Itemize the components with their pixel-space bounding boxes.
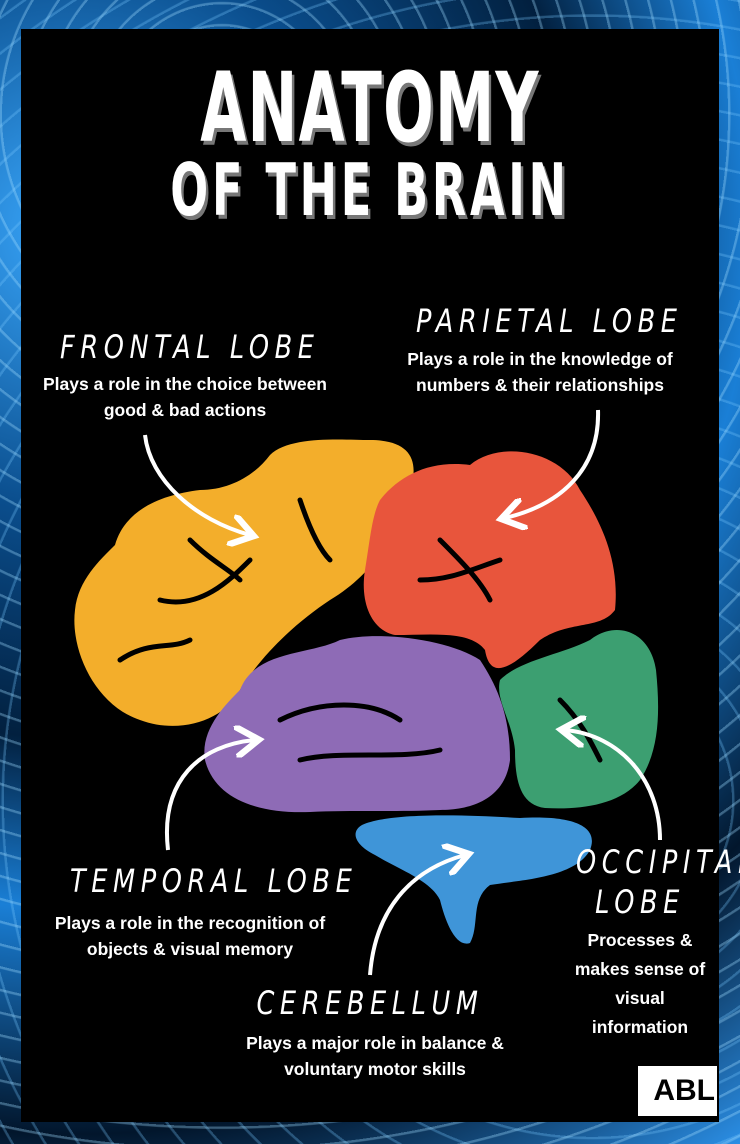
temporal-lobe-heading: TEMPORAL LOBE: [70, 862, 358, 900]
occipital-arrow: [565, 730, 662, 841]
parietal-lobe-shape: [363, 451, 616, 669]
occipital-lobe-description: Processes & makes sense of visual inform…: [574, 930, 706, 1037]
cerebellum-arrow: [368, 855, 465, 976]
title-line-1: ANATOMY: [200, 52, 540, 164]
temporal-arrow: [165, 740, 255, 851]
cerebellum-shape: [355, 815, 592, 944]
frontal-lobe-description: Plays a role in the choice between good …: [43, 374, 327, 420]
parietal-lobe-heading: PARIETAL LOBE: [416, 302, 683, 340]
parietal-arrow: [505, 409, 601, 518]
frontal-lobe-shape: [74, 439, 414, 726]
temporal-lobe-shape: [204, 636, 510, 813]
frontal-lobe-heading: FRONTAL LOBE: [60, 328, 320, 366]
parietal-lobe-description: Plays a role in the knowledge of numbers…: [407, 349, 673, 395]
abl-logo: ABL: [638, 1066, 717, 1116]
frontal-arrow: [143, 434, 250, 535]
occipital-lobe-heading: OCCIPITAL LOBE: [576, 843, 740, 921]
cerebellum-heading: CEREBELLUM: [256, 984, 484, 1022]
title-line-2: OF THE BRAIN: [170, 148, 570, 232]
cerebellum-description: Plays a major role in balance & voluntar…: [246, 1033, 504, 1079]
temporal-lobe-description: Plays a role in the recognition of objec…: [54, 913, 326, 959]
